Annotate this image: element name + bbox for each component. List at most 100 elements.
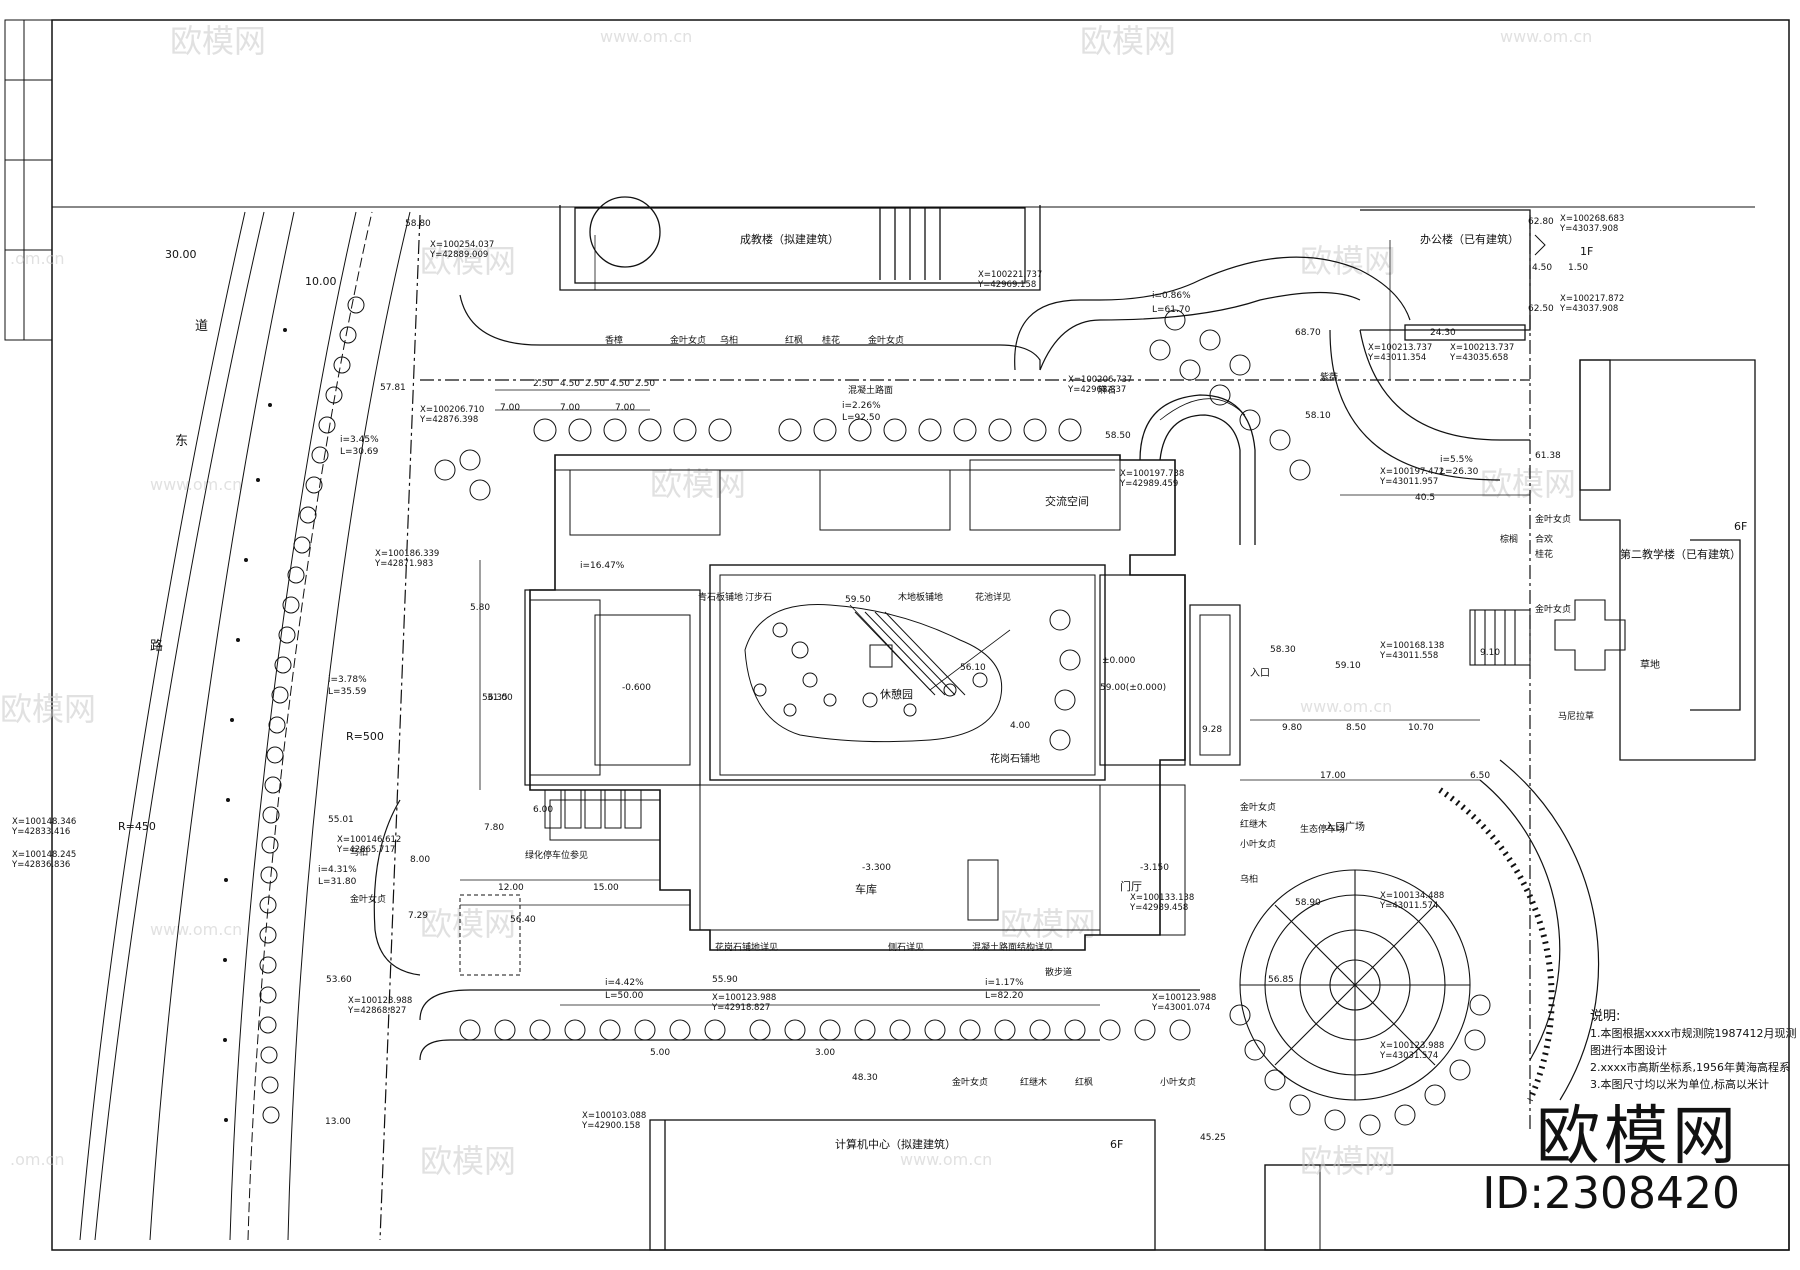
coord-y: Y=42969.158: [977, 280, 1036, 290]
roadside-tree-row: [259, 296, 365, 1124]
watermark-site: www.om.cn: [1500, 27, 1592, 46]
dim: 7.00: [615, 403, 635, 413]
label-exchange: 交流空间: [1045, 494, 1089, 508]
elevation-marks: 58.80 57.81 56.35 55.01 53.60 55.90 56.8…: [326, 217, 1561, 1143]
elevation-mark: 58.30: [1270, 645, 1296, 655]
coord-x: X=100213.737: [1450, 343, 1514, 353]
coord-y: Y=42871.983: [374, 559, 433, 569]
dim: 6.50: [1470, 771, 1490, 781]
building-label-top-planned: 成教楼（拟建建筑）: [740, 232, 839, 246]
coord-y: Y=42968.837: [1067, 385, 1126, 395]
elevation-mark: 57.81: [380, 383, 406, 393]
dim: 40.5: [1415, 493, 1435, 503]
notes-line: 2.xxxx市高斯坐标系,1956年黄海高程系: [1590, 1061, 1791, 1074]
courtyard-garden: [744, 604, 1081, 751]
dim: 9.10: [1480, 648, 1500, 658]
coord-y: Y=42900.158: [581, 1121, 640, 1131]
detail-callouts: 花岗石铺地详见 侧石详见 混凝土路面结构详见 汀步石 青石板铺地 木地板铺地 花…: [525, 384, 1345, 978]
coord-x: X=100197.472: [1380, 467, 1444, 477]
dim: 7.00: [500, 403, 520, 413]
coord-y: Y=42989.458: [1129, 903, 1188, 913]
coord-x: X=100148.245: [12, 850, 76, 860]
plant-label: 桂花: [822, 334, 840, 346]
dimension-lines: [460, 235, 1530, 1006]
watermark-brand: 欧模网: [1300, 1142, 1396, 1180]
road-name: 路: [150, 638, 163, 654]
label-entrance: 入口: [1250, 668, 1270, 679]
notes-title: 说明:: [1590, 1009, 1621, 1024]
slope-l: L=26.30: [1440, 467, 1479, 477]
elevation-mark: 56.35: [482, 693, 508, 703]
dim: 9.80: [1282, 723, 1302, 733]
coord-y: Y=43035.658: [1449, 353, 1508, 363]
slope-l: L=35.59: [328, 687, 367, 697]
building-floor-teaching2: 6F: [1734, 520, 1747, 533]
watermark-site-short: .om.cn: [10, 249, 64, 268]
coord-x: X=100206.737: [1068, 375, 1132, 385]
slope-i: i=5.5%: [1440, 455, 1473, 465]
main-building: [524, 454, 1241, 951]
detail-callout: 木地板铺地: [898, 591, 943, 603]
coord-y: Y=43011.574: [1379, 901, 1438, 911]
stair-tower: [1139, 394, 1256, 545]
internal-road: [373, 256, 1600, 1101]
slope-l: L=92.50: [842, 413, 881, 423]
detail-callout: 花池详见: [975, 591, 1011, 603]
coord-x: X=100133.138: [1130, 893, 1194, 903]
coord-x: X=100221.737: [978, 270, 1042, 280]
dim: 24.30: [1430, 328, 1456, 338]
plant-label: 乌桕: [1240, 873, 1258, 885]
elevation-mark: 55.90: [712, 975, 738, 985]
slope-labels: i=0.86% L=61.70 i=2.26% L=92.50 i=4.42% …: [318, 291, 1479, 1001]
building-office: [1360, 209, 1531, 341]
watermark-brand: 欧模网: [1300, 242, 1396, 280]
label-garage: 车库: [855, 882, 877, 896]
coord-x: X=100217.872: [1560, 294, 1624, 304]
detail-callout: 花岗石铺地详见: [715, 941, 778, 953]
plant-labels: 香樟 金叶女贞 乌桕 红枫 桂花 金叶女贞 金叶女贞 合欢 桂花 金叶女贞 金叶…: [350, 334, 1594, 1088]
elevation-mark: 56.85: [1268, 975, 1294, 985]
slope-i: i=4.42%: [605, 978, 644, 988]
plant-label: 红继木: [1020, 1076, 1047, 1088]
plant-label: 乌桕: [350, 846, 368, 858]
plant-label: 红枫: [1075, 1076, 1093, 1088]
detail-callout: 汀步石: [745, 592, 772, 603]
coord-y: Y=43001.074: [1151, 1003, 1210, 1013]
elevation-mark: 56.10: [960, 663, 986, 673]
slope-l: L=50.00: [605, 991, 644, 1001]
road-width: 30.00: [165, 248, 197, 261]
coord-y: Y=42876.398: [419, 415, 478, 425]
coord-y: Y=42868.827: [347, 1006, 406, 1016]
slope-l: L=82.20: [985, 991, 1024, 1001]
detail-callout: 青石板铺地: [698, 591, 743, 603]
dim: 8.50: [1346, 723, 1366, 733]
watermark-brand: 欧模网: [420, 242, 516, 280]
site-tree-rows: [434, 309, 1491, 1136]
elevation-mark: 68.70: [1295, 328, 1321, 338]
floor-level: ±0.000: [1102, 656, 1136, 666]
elevation-mark: 59.50: [845, 595, 871, 605]
building-floor-office: 1F: [1580, 245, 1593, 258]
main-road-labels: 路 东 道 R=450 R=500 30.00 10.00: [118, 248, 384, 833]
slope-l: L=61.70: [1152, 305, 1191, 315]
plant-label: 金叶女贞: [1240, 801, 1276, 813]
dim: 7.80: [484, 823, 504, 833]
coord-y: Y=42836.836: [11, 860, 70, 870]
elevation-mark: 58.80: [405, 219, 431, 229]
coord-x: X=100254.037: [430, 240, 494, 250]
coord-y: Y=42918.827: [711, 1003, 770, 1013]
elevation-mark: 53.60: [326, 975, 352, 985]
space-labels: 门厅 车库 交流空间 休憩园 入口 草地 花岗石铺地 入口广场: [855, 494, 1660, 896]
label-hall: 门厅: [1120, 879, 1142, 893]
main-road: [79, 211, 411, 1241]
label-lawn: 草地: [1640, 658, 1660, 671]
plant-label: 棕榈: [1500, 533, 1518, 545]
watermark-site-short: .om.cn: [10, 1150, 64, 1169]
watermark-site: www.om.cn: [600, 27, 692, 46]
watermark-site: www.om.cn: [150, 475, 242, 494]
notes-line: 3.本图尺寸均以米为单位,标高以米计: [1590, 1078, 1769, 1091]
coord-y: Y=42889.009: [429, 250, 488, 260]
slope-i: i=4.31%: [318, 865, 357, 875]
road-char: 东: [175, 434, 188, 449]
plant-label: 小叶女贞: [1240, 838, 1276, 850]
